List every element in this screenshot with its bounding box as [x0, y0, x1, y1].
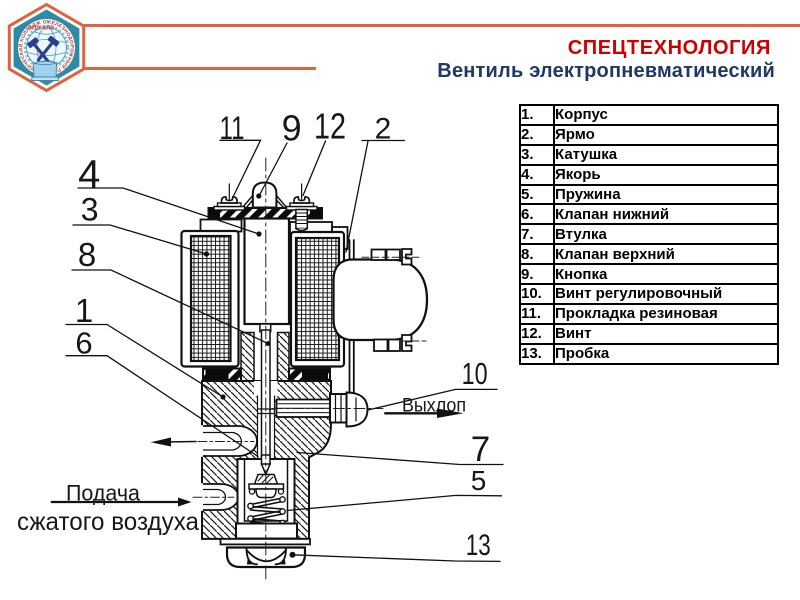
svg-text:12: 12 [314, 106, 346, 147]
svg-text:сжатого воздуха: сжатого воздуха [17, 508, 199, 536]
svg-text:Подача: Подача [66, 481, 141, 506]
svg-text:5: 5 [471, 465, 487, 496]
svg-text:3: 3 [81, 192, 99, 228]
svg-text:8: 8 [78, 236, 96, 273]
svg-text:2: 2 [375, 113, 392, 146]
svg-text:7: 7 [471, 430, 490, 469]
svg-text:4: 4 [78, 153, 100, 197]
svg-text:9: 9 [282, 108, 302, 149]
svg-text:1: 1 [75, 292, 93, 329]
svg-text:6: 6 [75, 326, 92, 361]
svg-text:ОГОУ СПО: ОГОУ СПО [28, 26, 54, 32]
svg-text:Выхлоп: Выхлоп [402, 396, 466, 417]
svg-text:13: 13 [466, 529, 491, 562]
svg-text:11: 11 [220, 110, 245, 146]
svg-text:10: 10 [462, 356, 488, 391]
